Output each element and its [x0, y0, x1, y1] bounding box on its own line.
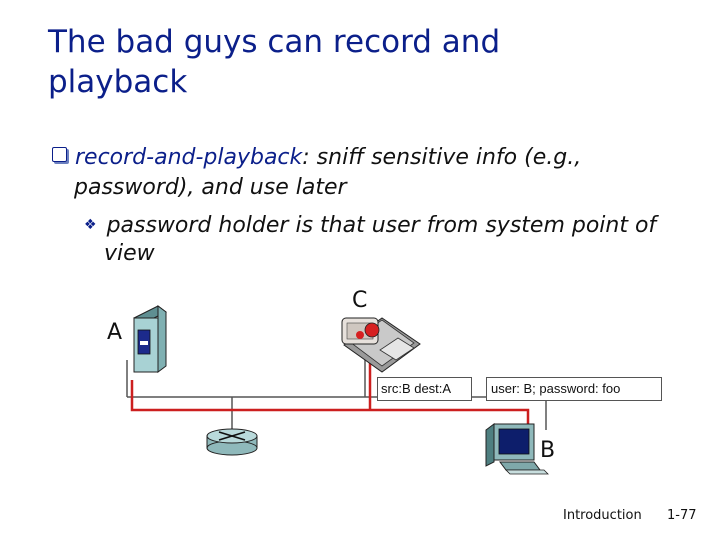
bullet-1-text: : sniff sensitive info (e.g.,	[302, 145, 582, 170]
host-c-sniffer-device-icon	[341, 317, 421, 373]
host-a-label: A	[107, 320, 123, 345]
router-icon	[206, 428, 258, 456]
host-c-label: C	[352, 288, 368, 313]
bullet-1-continuation: password), and use later	[74, 175, 347, 200]
footer-section: Introduction	[563, 508, 642, 523]
bullet-2-emphasis: is	[295, 213, 314, 238]
square-bullet-icon	[52, 147, 67, 162]
host-a-server-icon	[133, 305, 167, 373]
host-b-label: B	[540, 438, 556, 463]
diamond-bullet-icon: ❖	[84, 217, 97, 233]
slide-title: The bad guys can record and playback	[48, 24, 501, 100]
bullet-2-text-before: password holder	[106, 213, 296, 238]
bullet-2-continuation: view	[104, 241, 155, 266]
footer-page-number: 1-77	[667, 508, 697, 523]
packet-payload: user: B; password: foo	[486, 377, 662, 401]
bullet-2: ❖ password holder is that user from syste…	[84, 210, 656, 241]
network-links	[126, 356, 547, 436]
bullet-2-text-after: that user from system point of	[313, 213, 657, 238]
sniffed-path	[130, 356, 530, 430]
host-b-workstation-icon	[485, 423, 549, 475]
bullet-1: record-and-playback: sniff sensitive inf…	[52, 143, 581, 173]
packet-header: src:B dest:A	[377, 377, 472, 401]
bullet-1-term: record-and-playback	[75, 145, 303, 170]
